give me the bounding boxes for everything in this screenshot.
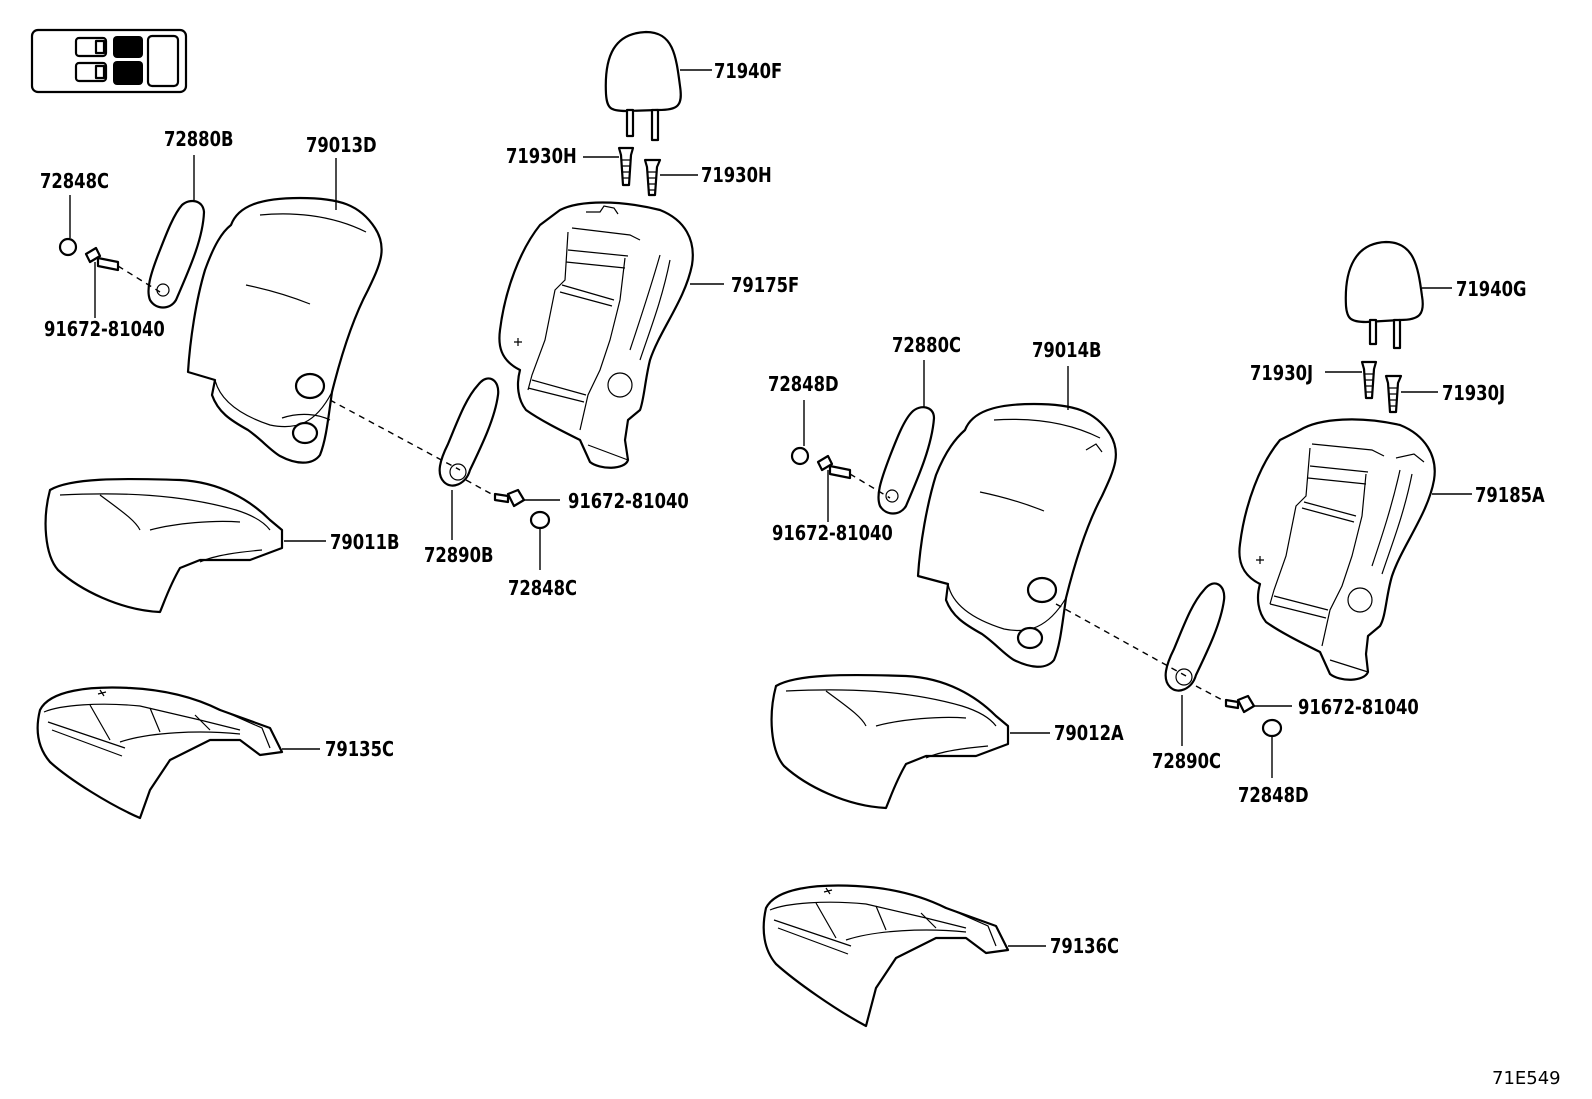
label-79012A: 79012A	[1054, 723, 1124, 746]
headrest-71940G	[1344, 240, 1424, 350]
label-91672-81040-b: 91672-81040	[568, 491, 689, 514]
seatback-cover-79014B	[916, 402, 1118, 668]
screw-91672-81040-a	[84, 246, 120, 272]
cap-72848C-b	[529, 510, 551, 530]
label-91672-81040-a: 91672-81040	[44, 319, 165, 342]
label-91672-81040-d: 91672-81040	[1298, 697, 1419, 720]
screw-91672-81040-c	[816, 454, 852, 480]
label-79014B: 79014B	[1032, 340, 1101, 363]
seatback-pad-79185A	[1238, 418, 1436, 681]
label-72848D-b: 72848D	[1238, 785, 1309, 808]
label-72848D-a: 72848D	[768, 374, 839, 397]
seat-cushion-cover-79012A	[770, 673, 1010, 810]
label-72880B: 72880B	[164, 129, 233, 152]
diagram-reference-number: 71E549	[1492, 1068, 1561, 1089]
shield-72880B	[147, 199, 206, 309]
label-72880C: 72880C	[892, 335, 961, 358]
label-72890C: 72890C	[1152, 751, 1221, 774]
label-71930H-b: 71930H	[701, 165, 772, 188]
guide-pin-71930H-b	[643, 158, 662, 197]
screw-91672-81040-d	[1224, 694, 1256, 714]
seat-cushion-cover-79011B	[44, 477, 284, 614]
label-79011B: 79011B	[330, 532, 399, 555]
label-79175F: 79175F	[731, 275, 799, 298]
label-71930H-a: 71930H	[506, 146, 577, 169]
shield-72880C	[877, 406, 936, 515]
label-71930J-b: 71930J	[1442, 383, 1505, 406]
label-79185A: 79185A	[1475, 485, 1545, 508]
label-79136C: 79136C	[1050, 936, 1119, 959]
label-72848C-b: 72848C	[508, 578, 577, 601]
screw-91672-81040-b	[493, 488, 526, 508]
label-72848C-a: 72848C	[40, 171, 109, 194]
guide-pin-71930H-a	[617, 146, 635, 187]
label-71940F: 71940F	[714, 61, 782, 84]
label-71940G: 71940G	[1456, 279, 1526, 302]
label-79013D: 79013D	[306, 135, 377, 158]
guide-pin-71930J-a	[1360, 360, 1378, 400]
seat-cushion-pad-79135C	[36, 686, 284, 820]
cap-72848D-a	[790, 446, 810, 466]
shield-72890C	[1164, 582, 1226, 692]
label-71930J-a: 71930J	[1250, 363, 1313, 386]
label-79135C: 79135C	[325, 739, 394, 762]
seatback-cover-79013D	[186, 196, 383, 464]
label-72890B: 72890B	[424, 545, 493, 568]
headrest-71940F	[604, 30, 682, 142]
label-91672-81040-c: 91672-81040	[772, 523, 893, 546]
cap-72848C-a	[58, 237, 78, 257]
seatback-pad-79175F	[498, 201, 694, 469]
seat-position-locator-icon	[30, 28, 188, 94]
guide-pin-71930J-b	[1384, 374, 1403, 414]
cap-72848D-b	[1261, 718, 1283, 738]
shield-72890B	[438, 377, 500, 487]
seat-cushion-pad-79136C	[762, 884, 1010, 1028]
